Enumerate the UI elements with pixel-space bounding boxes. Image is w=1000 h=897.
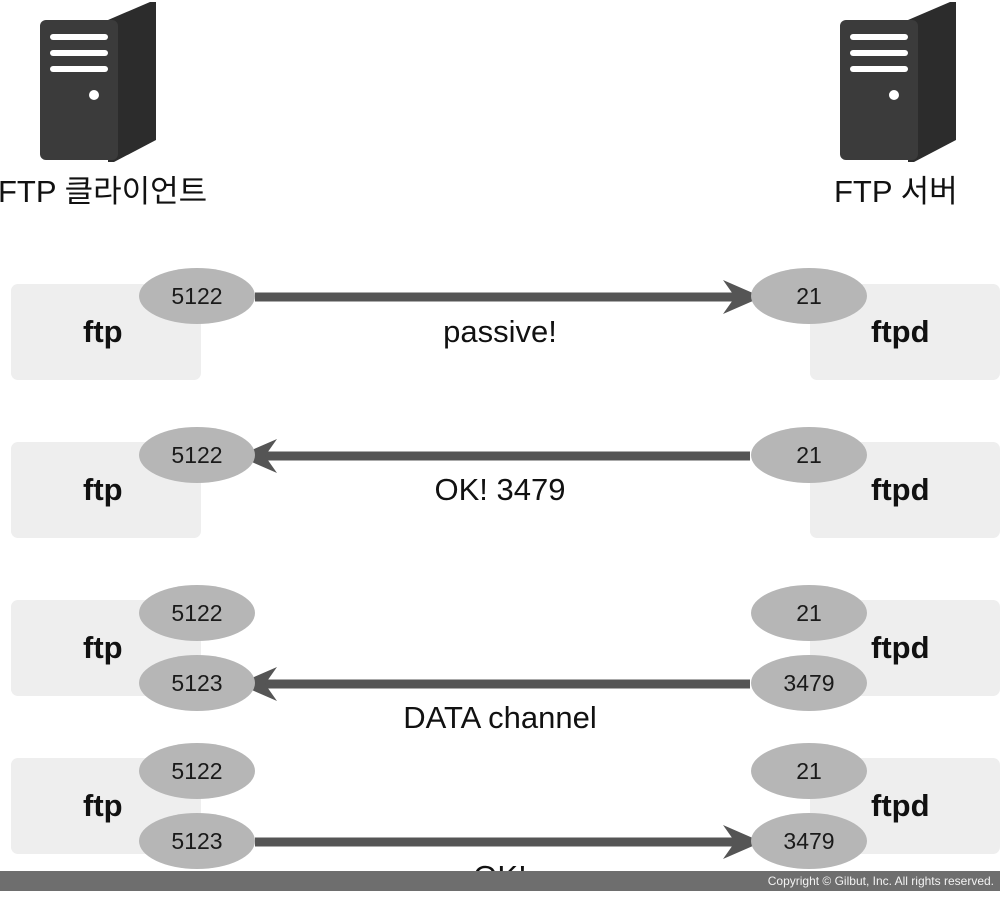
- server-data-port: 3479: [751, 655, 867, 711]
- message-label: OK! 3479: [434, 472, 566, 507]
- client-process-name: ftp: [83, 630, 123, 665]
- client-port: 5122: [139, 268, 255, 324]
- copyright-text: Copyright © Gilbut, Inc. All rights rese…: [767, 874, 994, 888]
- server-data-port: 3479: [751, 813, 867, 869]
- client-process-name: ftp: [83, 788, 123, 823]
- client-data-port: 5123: [139, 655, 255, 711]
- client-process-name: ftp: [83, 472, 123, 507]
- server-host-label: FTP 서버: [834, 174, 958, 209]
- server-control-port: 21: [751, 743, 867, 799]
- server-tower-icon: [840, 2, 956, 162]
- footer-bar: [0, 871, 1000, 891]
- client-control-port: 5122: [139, 585, 255, 641]
- server-process-name: ftpd: [871, 314, 930, 349]
- client-data-port: 5123: [139, 813, 255, 869]
- server-process-name: ftpd: [871, 630, 930, 665]
- client-host-label: FTP 클라이언트: [0, 174, 208, 209]
- server-port: 21: [751, 427, 867, 483]
- server-control-port: 21: [751, 585, 867, 641]
- client-control-port: 5122: [139, 743, 255, 799]
- message-label: DATA channel: [403, 700, 597, 735]
- client-process-name: ftp: [83, 314, 123, 349]
- server-port: 21: [751, 268, 867, 324]
- server-process-name: ftpd: [871, 472, 930, 507]
- message-label: passive!: [443, 314, 557, 349]
- server-tower-icon: [40, 2, 156, 162]
- client-port: 5122: [139, 427, 255, 483]
- server-process-name: ftpd: [871, 788, 930, 823]
